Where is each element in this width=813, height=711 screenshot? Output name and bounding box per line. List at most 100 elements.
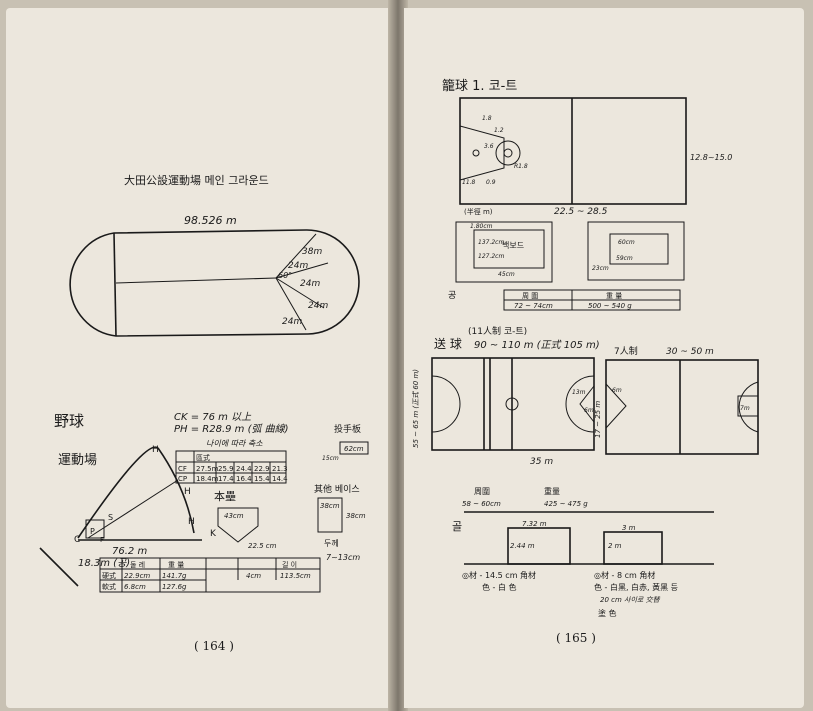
backboard-dim-4: 127.2cm [478,253,504,260]
age-cell: CP [178,475,187,483]
field-label-h1: H [152,445,159,455]
ball-table-h1: 둘 레 [130,560,145,569]
base-dim2: 38cm [346,512,366,520]
goal-dim-4: 2 m [608,542,622,550]
age-cell: 22.9 [254,465,270,473]
table-note: 나이에 따라 축소 [206,439,263,448]
note-4: 色 - 白黑, 白赤, 黃黑 등 [594,582,678,592]
bb-table-v1: 72 ~ 74cm [514,302,553,310]
stadium-dim-1: 38m [302,247,322,257]
age-cell: 17.4 [218,475,234,483]
ph-text: PH = R28.9 m (弧 曲線) [174,423,289,435]
seven-goal-box [737,395,759,417]
field-distance: 76.2 m [112,546,147,557]
base-dim: 38cm [320,502,340,510]
soccer-right-arc [565,375,595,433]
right-page-drawing: 籠球 1. 코-트 12.8~15.0 22.5 ~ 28.5 (半徑 m) 1… [412,78,759,645]
left-page: 大田公設運動場 메인 그라운드 98.526 m 38m 24m 24m 24m… [6,8,390,708]
note-6: 塗 色 [598,608,617,618]
soccer-field [431,357,595,451]
book-gutter [388,0,408,711]
age-cell: 25.9 [218,465,234,473]
court-length: 22.5 ~ 28.5 [554,207,608,217]
pitcher-plate-dim2: 15cm [322,455,339,462]
side-char: 공 [448,290,456,301]
field-label-c: C [74,535,80,545]
note-1: ◎材 - 14.5 cm 角材 [462,570,536,580]
note-2: 色 - 白 色 [482,582,517,592]
field-label-h2: H [184,487,191,497]
stadium-center-line [115,277,277,284]
ball-cell: 硬式 [102,571,116,580]
soccer-note: (11人制 코-트) [468,325,527,337]
backboard-dim-5: 60cm [618,239,635,246]
field-label-p: P [90,527,95,536]
ball-table-h2: 重 量 [168,561,184,569]
ball-table-h5: 길 이 [282,560,297,569]
age-cell: 16.4 [236,475,252,483]
field-label-h3: H [188,517,195,527]
baseball-title: 野球 [54,412,84,430]
field-left-line [77,446,159,539]
seven-field [605,359,759,455]
court-small-4: 11.8 [462,179,476,186]
basketball-court [459,97,687,205]
stadium-length: 98.526 m [184,214,237,227]
soccer-dim-2: 6m [584,407,594,414]
bb-table-h1: 周 圍 [522,292,538,300]
field-label-s: S [108,513,113,522]
soccer-center-circle [505,397,519,411]
soccer-side: 55 ~ 65 m (正式 60 m) [412,369,420,448]
field-fence-arc [157,447,195,534]
ball-cell: 22.9cm [124,572,150,580]
basketball-inner [503,148,513,158]
pitcher-plate-label: 投手板 [334,423,361,435]
age-cell: 24.4 [236,465,252,473]
age-cell: 21.3 [272,465,288,473]
basketball-key [459,125,505,181]
seven-right-arc [738,381,759,433]
age-table-header: 區式 [196,453,210,462]
backboard-side-inner [609,233,669,265]
ball-cell: 4cm [246,572,261,580]
goal-label: 골 [452,520,462,533]
seven-dim-2: 7m [740,405,750,412]
ball-table: 둘 레 重 量 길 이 硬式 22.9cm 141.7g 4cm 113.5cm… [99,557,321,593]
court-small-1: 1.8 [482,115,492,122]
goal-frame-2 [603,531,663,565]
note-3: ◎材 - 8 cm 角材 [594,570,655,580]
infield-square [85,519,105,539]
goal-dim-3: 3 m [622,524,636,532]
right-page-number: ( 165 ) [556,631,596,645]
stadium-track-outline [69,229,360,337]
basketball-ball-table: 周 圍 重 量 72 ~ 74cm 500 ~ 540 g [503,289,681,311]
basketball-title: 籠球 1. 코-트 [442,78,517,94]
basketball-circle [495,140,521,166]
field-corner-line [39,547,79,587]
ball-cell: 113.5cm [280,572,311,580]
stadium-title: 大田公設運動場 메인 그라운드 [124,173,269,187]
stadium-radius-4 [275,277,307,331]
bb-table-v2: 500 ~ 540 g [588,302,632,310]
court-small-3: 3.6 [484,143,494,150]
goal-head-2: 重量 [544,486,560,496]
goal-dim-1: 7.32 m [522,520,547,528]
bb-table-h2: 重 量 [606,292,622,300]
backboard-dim-1: 1.80cm [470,223,493,230]
seven-side: 17 ~ 25 m [594,401,602,438]
stadium-dim-4: 24m [308,301,328,311]
backboard-dim-8: 23cm [592,265,609,272]
stadium-finish-line [113,232,117,337]
base-label: 其他 베이스 [314,483,360,495]
age-cell: 14.4 [272,475,288,483]
pitcher-plate-dim: 62cm [344,445,364,453]
base-shape [317,497,343,533]
goal-frame-1 [507,527,571,565]
backboard-outer [455,221,553,283]
age-cell: CF [178,465,187,473]
backboard-side-outer [587,221,685,281]
field-label-f: F [100,536,104,544]
ball-cell: 軟式 [102,582,116,591]
backboard-dim-7: 59cm [616,255,633,262]
